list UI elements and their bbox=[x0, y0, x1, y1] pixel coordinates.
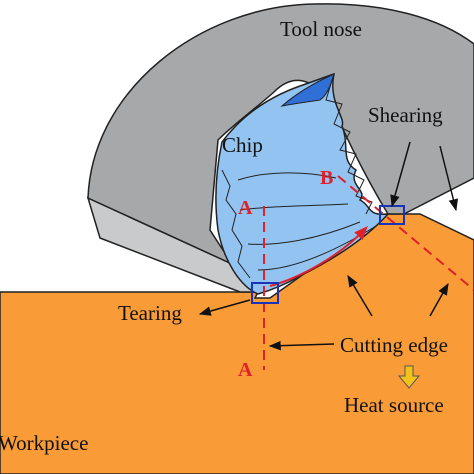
chip-tip-dark bbox=[280, 73, 335, 107]
pointer-arrows bbox=[198, 141, 459, 351]
chip-flow-arrow bbox=[269, 225, 368, 287]
cutting-edge-arrow-c bbox=[429, 282, 449, 317]
tearing-label: Tearing bbox=[118, 301, 182, 325]
cutting-edge-label: Cutting edge bbox=[340, 333, 448, 357]
heat-source-arrow bbox=[397, 365, 421, 389]
tool-nose bbox=[86, 3, 474, 293]
cutting-edge-arrow-a bbox=[268, 340, 335, 351]
workpiece-label: Workpiece bbox=[0, 431, 88, 455]
chip-body bbox=[215, 72, 390, 295]
section-b-label: B bbox=[320, 167, 333, 189]
heat-source-label: Heat source bbox=[344, 393, 444, 417]
tool-top-face bbox=[87, 3, 474, 266]
cutting-edge-arrow-b bbox=[347, 274, 373, 317]
section-a-bottom-label: A bbox=[238, 359, 253, 381]
section-a-top-label: A bbox=[238, 197, 253, 219]
chip-torn-back bbox=[221, 169, 251, 279]
tearing-arrow bbox=[198, 299, 251, 316]
chip-label: Chip bbox=[222, 133, 263, 157]
shearing-arrow bbox=[390, 141, 411, 208]
chip-serrations bbox=[325, 73, 373, 215]
chip bbox=[215, 72, 390, 295]
shearing-arrow-right bbox=[439, 145, 459, 212]
tearing-zone-box bbox=[251, 282, 279, 304]
tool-nose-label: Tool nose bbox=[280, 17, 362, 41]
section-line-b bbox=[337, 175, 474, 291]
shearing-label: Shearing bbox=[368, 103, 443, 127]
